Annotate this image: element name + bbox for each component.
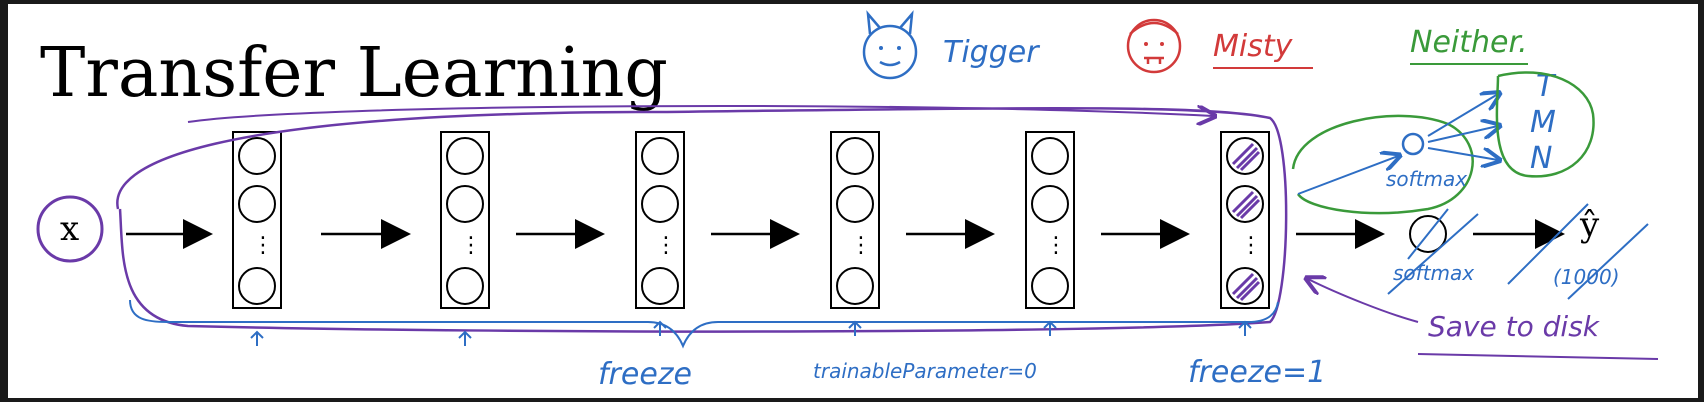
new-output-letter-n: N [1530, 141, 1552, 176]
hidden-layer-3: ⋮ [635, 131, 685, 309]
class-label-neither: Neither. [1410, 25, 1528, 60]
new-softmax-group: softmax T M N [1291, 69, 1595, 215]
new-output-letter-m: M [1530, 105, 1556, 140]
page-title: Transfer Learning [40, 34, 668, 113]
freeze-equals-one-label: freeze=1 [1188, 355, 1326, 390]
new-output-node [1401, 132, 1425, 156]
hidden-layer-5: ⋮ [1025, 131, 1075, 309]
new-softmax-label: softmax [1386, 167, 1467, 191]
tigger-face-icon [862, 10, 918, 80]
save-to-disk-label: Save to disk [1428, 310, 1601, 343]
slide: Transfer Learning Tigger Misty Neither. … [8, 4, 1698, 398]
misty-face-icon [1126, 18, 1182, 74]
svg-text:⋮: ⋮ [850, 233, 872, 258]
input-node: x [36, 195, 104, 263]
hidden-layer-1: ⋮ [232, 131, 282, 309]
new-output-letter-t: T [1536, 69, 1557, 104]
layer-tick-marks [250, 320, 1252, 346]
hidden-layer-6-shaded: ⋮ [1220, 131, 1270, 309]
output-label: ŷ [1579, 205, 1600, 245]
svg-text:⋮: ⋮ [655, 233, 677, 258]
freeze-label: freeze [598, 357, 692, 392]
hidden-layer-2: ⋮ [440, 131, 490, 309]
trainable-parameter-label: trainableParameter=0 [813, 359, 1037, 383]
hidden-layer-4: ⋮ [830, 131, 880, 309]
svg-text:⋮: ⋮ [460, 233, 482, 258]
diagram-canvas: Transfer Learning Tigger Misty Neither. … [36, 10, 1659, 392]
svg-text:⋮: ⋮ [1240, 233, 1262, 258]
svg-text:⋮: ⋮ [252, 233, 274, 258]
class-label-tigger: Tigger [943, 35, 1040, 70]
old-output-group: ŷ softmax (1000) [1387, 203, 1649, 300]
old-softmax-label: softmax [1393, 261, 1474, 285]
class-label-misty: Misty [1213, 29, 1294, 64]
frozen-layers-loop [116, 106, 1288, 333]
old-count-label: (1000) [1553, 265, 1620, 289]
svg-text:⋮: ⋮ [1045, 233, 1067, 258]
layers-brace [129, 299, 1279, 349]
input-label: x [60, 209, 79, 249]
